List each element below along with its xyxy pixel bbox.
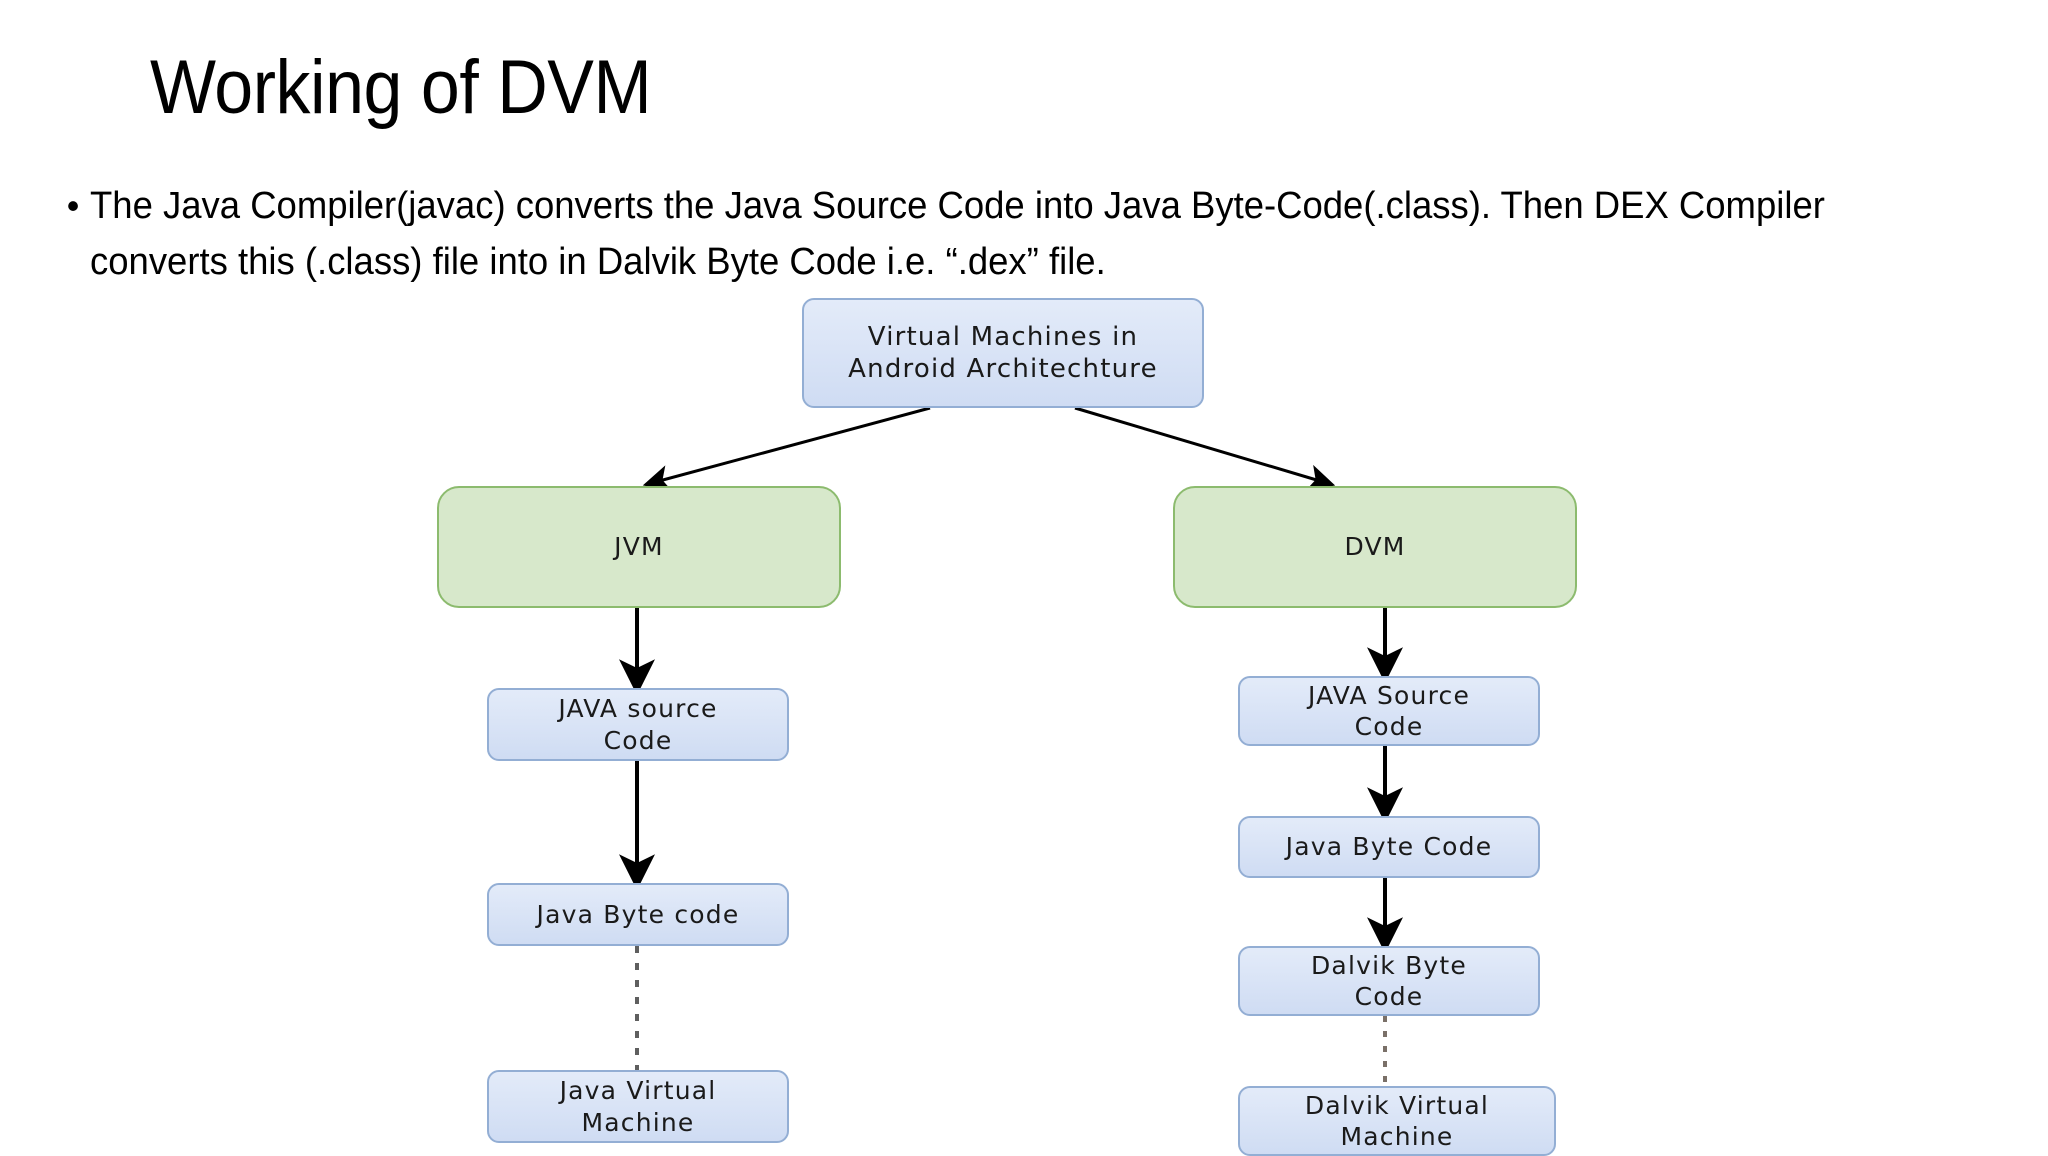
node-label-line1: JAVA Source [1307,680,1471,710]
node-java-byte-code-right[interactable]: Java Byte Code [1238,816,1540,878]
node-dvm[interactable]: DVM [1173,486,1577,608]
node-label: DVM [1344,532,1406,562]
node-jvm[interactable]: JVM [437,486,841,608]
node-label-line1: Java Virtual [559,1076,717,1106]
node-label-line2: Machine [581,1107,695,1137]
bullet-list: • The Java Compiler(javac) converts the … [56,178,2016,290]
node-java-source-code-right[interactable]: JAVA Source Code [1238,676,1540,746]
connector-root-to-jvm [642,406,931,492]
node-dalvik-virtual-machine[interactable]: Dalvik Virtual Machine [1238,1086,1556,1156]
node-label-line2: Code [1354,712,1424,741]
node-label-line1: JAVA source [558,694,718,724]
architecture-diagram: Virtual Machines in Android Architechtur… [0,288,2048,1156]
bullet-text: The Java Compiler(javac) converts the Ja… [90,185,1825,283]
node-virtual-machines-in-android-architecture[interactable]: Virtual Machines in Android Architechtur… [802,298,1204,408]
node-java-virtual-machine[interactable]: Java Virtual Machine [487,1070,789,1143]
list-item: • The Java Compiler(javac) converts the … [56,178,2016,290]
node-label: Java Byte Code [1285,832,1493,862]
node-label-line1: Virtual Machines in [867,321,1139,352]
node-label-line1: Dalvik Virtual [1304,1090,1490,1120]
node-label-line2: Code [1354,982,1424,1011]
bullet-marker-icon: • [66,185,80,226]
page-title: Working of DVM [150,45,652,130]
node-label: Java Byte code [536,899,740,929]
node-java-byte-code-left[interactable]: Java Byte code [487,883,789,946]
node-label: JVM [614,532,664,562]
node-label-line1: Dalvik Byte [1310,950,1467,980]
node-label-line2: Android Architechture [848,354,1158,384]
node-label-line2: Code [603,725,673,755]
diagram-connectors [619,406,1403,1086]
connector-root-to-dvm [1074,406,1336,491]
node-java-source-code-left[interactable]: JAVA source Code [487,688,789,761]
node-dalvik-byte-code[interactable]: Dalvik Byte Code [1238,946,1540,1016]
node-label-line2: Machine [1340,1122,1454,1151]
